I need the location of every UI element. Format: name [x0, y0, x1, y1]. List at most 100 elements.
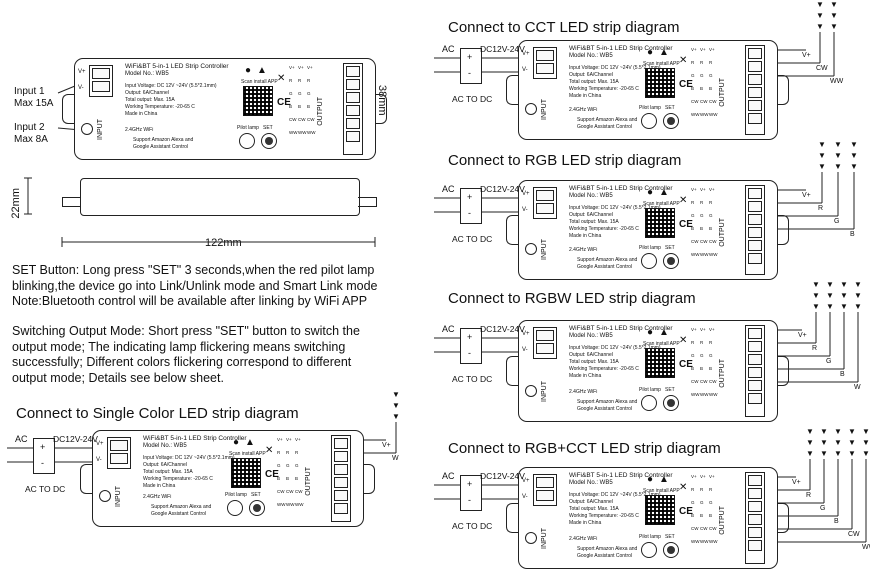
alexa-line-1: Support Amazon Alexa and — [577, 546, 638, 552]
mode-label: WW — [700, 392, 709, 397]
ac-label: AC — [442, 44, 455, 54]
strip-label-w: W — [854, 384, 861, 391]
android-icon: ▲ — [659, 327, 669, 338]
output-terminal[interactable] — [745, 45, 765, 135]
input-jack[interactable] — [525, 532, 537, 544]
set-button[interactable] — [663, 395, 679, 411]
psu-minus: - — [468, 348, 471, 358]
psu-minus: - — [468, 68, 471, 78]
mode-label: WW — [709, 539, 718, 544]
mode-label: V+ — [700, 474, 706, 479]
mode-label: B — [286, 476, 290, 481]
led-icon: ▼ — [392, 412, 400, 421]
input-terminal[interactable] — [89, 65, 113, 97]
wifi-label: 2.4GHz WiFi — [143, 494, 172, 500]
mode-label: CW — [298, 117, 306, 122]
set-button[interactable] — [663, 113, 679, 129]
apple-icon: ● — [233, 437, 240, 448]
set-label: SET — [665, 387, 675, 393]
vminus-label: V- — [522, 207, 528, 213]
led-icon: ▼ — [840, 291, 848, 300]
weee-icon: ✕ — [265, 445, 274, 456]
mode-label: WW — [295, 502, 304, 507]
input-jack[interactable] — [525, 243, 537, 255]
mode-label: G — [691, 73, 695, 78]
scan-label: Scan install APP — [241, 79, 278, 85]
title-single-diagram: Connect to Single Color LED strip diagra… — [16, 405, 299, 422]
led-icon: ▼ — [834, 438, 842, 447]
input-jack[interactable] — [525, 385, 537, 397]
pilot-lamp — [641, 542, 657, 558]
ac-to-dc-label: AC TO DC — [452, 234, 493, 244]
wifi-label: 2.4GHz WiFi — [125, 127, 154, 133]
set-button[interactable] — [249, 500, 265, 516]
mode-label: WW — [700, 112, 709, 117]
input-jack[interactable] — [99, 490, 111, 502]
spec-line: Total output: Max. 15A — [143, 469, 193, 475]
weee-icon: ✕ — [277, 73, 286, 84]
mode-label: CW — [691, 379, 699, 384]
android-icon: ▲ — [659, 47, 669, 58]
led-icon: ▼ — [854, 291, 862, 300]
output-terminal[interactable] — [343, 63, 363, 155]
mount-ear-right — [360, 463, 375, 494]
output-terminal[interactable] — [745, 185, 765, 275]
input-jack-label: INPUT — [97, 119, 104, 140]
input-jack[interactable] — [525, 103, 537, 115]
input-terminal[interactable] — [533, 187, 557, 219]
mode-label: CW — [295, 489, 303, 494]
output-label: OUTPUT — [305, 466, 312, 496]
mode-label: CW — [286, 489, 294, 494]
led-icon: ▼ — [848, 427, 856, 436]
led-icon: ▼ — [820, 427, 828, 436]
alexa-line-1: Support Amazon Alexa and — [133, 137, 194, 143]
psu-plus: + — [467, 332, 473, 342]
controller-model: Model No.: WB5 — [569, 193, 613, 199]
title-cct-diagram: Connect to CCT LED strip diagram — [448, 19, 680, 36]
spec-line: Input Voltage: DC 12V ~24V (5.5*2.1mm) — [143, 455, 235, 461]
mode-label: G — [298, 91, 302, 96]
mode-label: V+ — [295, 437, 301, 442]
set-button[interactable] — [261, 133, 277, 149]
spec-line: Working Temperature: -20-65 C — [125, 104, 195, 110]
led-icon: ▼ — [854, 302, 862, 311]
mode-label: V+ — [307, 65, 313, 70]
led-icon: ▼ — [830, 11, 838, 20]
output-terminal[interactable] — [331, 435, 351, 522]
qr-code — [645, 208, 675, 238]
vplus-label: V+ — [522, 331, 530, 337]
set-button[interactable] — [663, 542, 679, 558]
led-icon: ▼ — [816, 11, 824, 20]
led-icon: ▼ — [834, 140, 842, 149]
set-label: SET — [665, 534, 675, 540]
qr-code — [645, 495, 675, 525]
strip-label-b: B — [834, 518, 839, 525]
output-terminal[interactable] — [745, 325, 765, 417]
led-icon: ▼ — [818, 140, 826, 149]
output-terminal[interactable] — [745, 472, 765, 564]
led-icon: ▼ — [862, 438, 870, 447]
device-side-tab-right — [358, 197, 377, 207]
input-terminal[interactable] — [533, 327, 557, 359]
mode-label: WW — [691, 112, 700, 117]
input-jack-label: INPUT — [115, 486, 122, 507]
mode-label: B — [700, 366, 704, 371]
input-terminal[interactable] — [107, 437, 131, 469]
spec-line: Input Voltage: DC 12V ~24V (5.5*2.1mm) — [569, 492, 661, 498]
mount-ear-left — [506, 215, 521, 245]
input-terminal[interactable] — [533, 47, 557, 79]
input-jack[interactable] — [81, 123, 93, 135]
apple-icon: ● — [647, 474, 654, 485]
input-terminal[interactable] — [533, 474, 557, 506]
ac-to-dc-label: AC TO DC — [452, 374, 493, 384]
mount-ear-left — [506, 356, 521, 386]
mode-label: CW — [691, 239, 699, 244]
set-button[interactable] — [663, 253, 679, 269]
led-icon: ▼ — [834, 427, 842, 436]
mode-label: B — [277, 476, 281, 481]
alexa-line-1: Support Amazon Alexa and — [151, 504, 212, 510]
spec-line: Made in China — [569, 373, 602, 379]
led-icon: ▼ — [840, 302, 848, 311]
mode-label: B — [298, 104, 302, 109]
spec-line: Output: 6A/Channel — [569, 352, 613, 358]
